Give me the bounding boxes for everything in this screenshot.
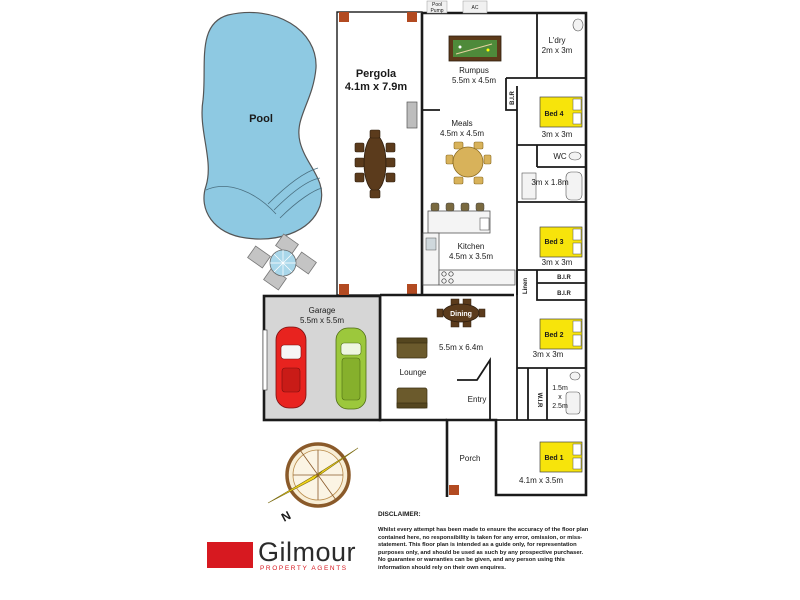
lounge-sofas <box>396 337 428 409</box>
label-meals-size: 4.5m x 4.5m <box>440 129 484 138</box>
label-garage-size: 5.5m x 5.5m <box>300 316 344 325</box>
garage-planter <box>339 285 349 295</box>
logo-tagline: PROPERTY AGENTS <box>260 565 348 572</box>
disclaimer-body: Whilst every attempt has been made to en… <box>378 527 589 571</box>
red-car <box>275 326 307 409</box>
pool-pump-box <box>426 0 448 14</box>
ac-box <box>462 0 488 14</box>
pool-table <box>448 35 502 62</box>
kitchen-benches <box>422 202 516 286</box>
bed-1 <box>539 441 583 473</box>
label-meals-name: Meals <box>451 119 472 128</box>
label-bath-size: 3m x 1.8m <box>531 178 569 187</box>
pool <box>201 11 323 240</box>
disclaimer-title: DISCLAIMER: <box>378 511 421 518</box>
label-dining: Dining <box>450 311 472 318</box>
bed-4 <box>539 96 583 128</box>
pool-steps <box>205 167 323 219</box>
meals-table <box>445 141 492 185</box>
dining-table <box>436 298 486 328</box>
agency-logo: Gilmour PROPERTY AGENTS <box>207 537 367 573</box>
label-rumpus-name: Rumpus <box>459 66 489 75</box>
garage-door <box>262 329 268 391</box>
logo-name: Gilmour <box>258 537 357 567</box>
label-entry: Entry <box>468 395 487 404</box>
label-laundry-name: L'dry <box>548 36 565 45</box>
label-bed4-size: 3m x 3m <box>542 130 573 139</box>
label-bed3-size: 3m x 3m <box>542 258 573 267</box>
interior-walls <box>422 13 586 421</box>
label-bir-1: B.I.R <box>557 275 571 281</box>
porch-planter <box>449 485 459 495</box>
bbq <box>406 101 418 129</box>
compass-north: N <box>279 508 293 524</box>
label-pergola-name: Pergola <box>356 68 397 80</box>
label-garage-name: Garage <box>309 306 336 315</box>
label-pool: Pool <box>249 113 273 125</box>
label-kitchen-name: Kitchen <box>458 242 485 251</box>
label-ensuite-h: 2.5m <box>552 403 568 410</box>
bed-2 <box>539 318 583 350</box>
green-car <box>335 327 367 410</box>
compass <box>267 442 359 508</box>
label-ensuite-w: 1.5m <box>552 385 568 392</box>
label-rumpus-size: 5.5m x 4.5m <box>452 76 496 85</box>
label-linen: Linen <box>523 278 529 294</box>
label-bed4-name: Bed 4 <box>544 111 563 118</box>
label-bir-top: B.I.R <box>510 91 516 105</box>
label-ensuite-x: x <box>558 394 562 401</box>
label-wir: W.I.R <box>536 393 542 408</box>
bathroom-fixtures <box>521 18 584 415</box>
label-bed1-name: Bed 1 <box>544 455 563 462</box>
label-pool-pump-1: Pool <box>432 2 442 8</box>
bed-3 <box>539 226 583 258</box>
label-pool-pump-2: Pump <box>430 8 443 14</box>
label-bed2-size: 3m x 3m <box>533 350 564 359</box>
logo-red-square <box>207 542 253 568</box>
disclaimer: DISCLAIMER: Whilst every attempt has bee… <box>378 511 590 573</box>
label-porch: Porch <box>460 454 481 463</box>
label-living-size: 5.5m x 6.4m <box>439 343 483 352</box>
outdoor-setting <box>247 233 317 291</box>
label-pergola-size: 4.1m x 7.9m <box>345 81 408 93</box>
label-bir-2: B.I.R <box>557 291 571 297</box>
pergola-dining-setting <box>354 129 396 199</box>
label-lounge: Lounge <box>400 368 427 377</box>
label-wc: WC <box>553 152 567 161</box>
label-kitchen-size: 4.5m x 3.5m <box>449 252 493 261</box>
label-laundry-size: 2m x 3m <box>542 46 573 55</box>
label-bed2-name: Bed 2 <box>544 332 563 339</box>
label-ac: AC <box>472 5 479 11</box>
label-bed1-size: 4.1m x 3.5m <box>519 476 563 485</box>
label-bed3-name: Bed 3 <box>544 239 563 246</box>
